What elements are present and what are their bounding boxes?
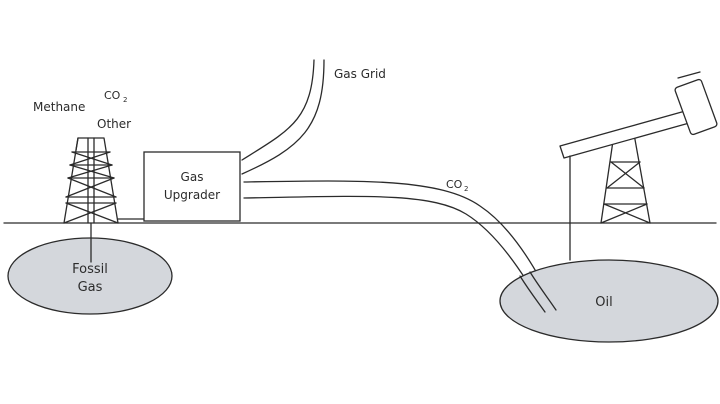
fossil-gas-label-line1: Fossil (72, 262, 108, 277)
co2-pipe-label-subscript: 2 (464, 185, 468, 193)
gas-upgrader-label-line1: Gas (181, 170, 204, 184)
co2-label-subscript: 2 (123, 96, 127, 104)
gas-grid-pipe (241, 59, 325, 175)
gas-upgrader-box (143, 151, 241, 222)
co2-label: CO (104, 89, 121, 102)
gas-well-derrick (63, 137, 119, 263)
oil-pump-jack (559, 71, 718, 261)
gas-upgrader-label-line2: Upgrader (164, 188, 220, 202)
co2-pipe-end (519, 271, 557, 313)
co2-pipe-label: CO (446, 178, 463, 191)
gas-grid-label: Gas Grid (334, 67, 386, 81)
oil-reservoir (499, 259, 719, 343)
oil-label: Oil (595, 295, 612, 310)
methane-label: Methane (33, 100, 85, 114)
co2-injection-pipe (243, 180, 557, 313)
other-label: Other (97, 117, 131, 131)
fossil-gas-label-line2: Gas (78, 280, 103, 295)
fossil-gas-reservoir (7, 237, 173, 315)
